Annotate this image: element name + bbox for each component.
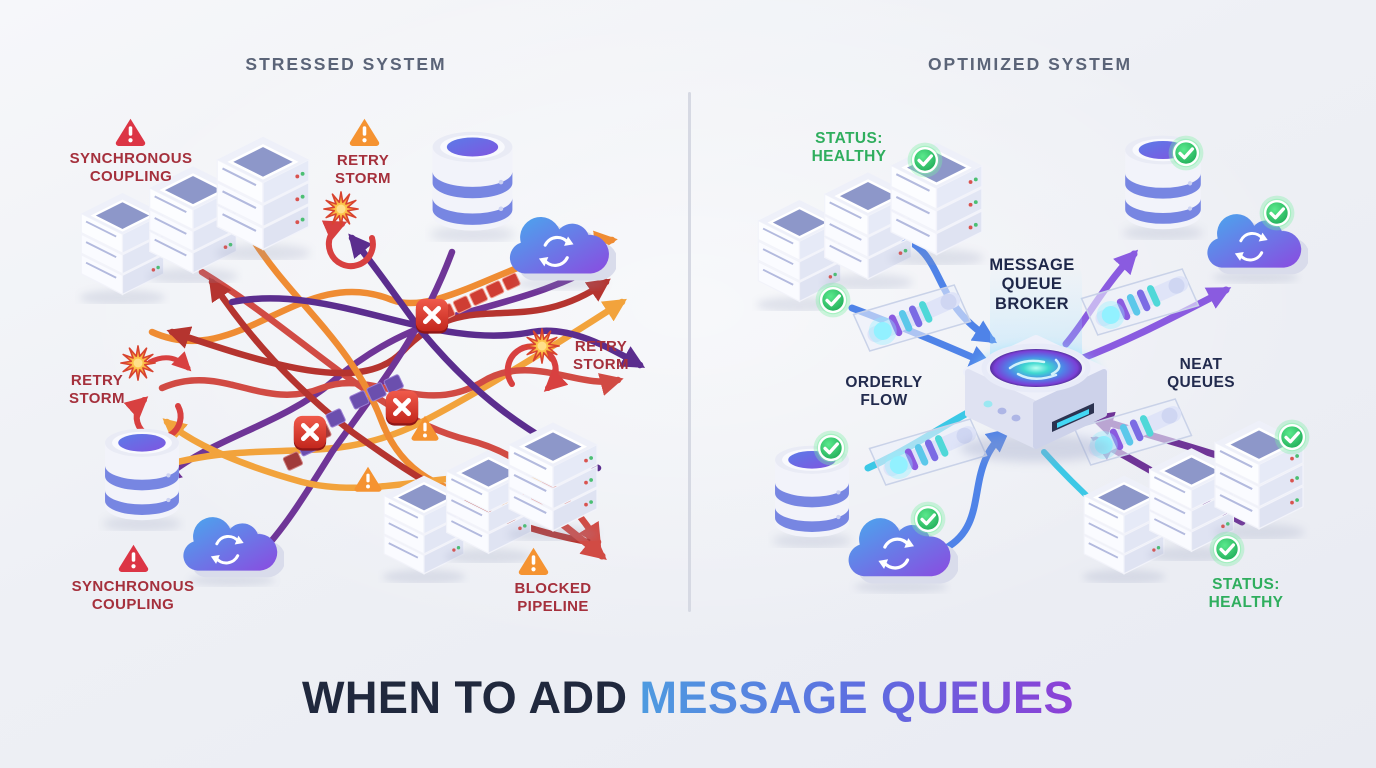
right-panel-title: OPTIMIZED SYSTEM <box>927 54 1133 74</box>
label-retry-storm-top: RETRY STORM <box>335 152 391 187</box>
label-neat-queues: NEAT QUEUES <box>1167 356 1235 392</box>
database-icon <box>102 429 181 532</box>
check-circle-icon <box>812 429 850 467</box>
label-synchronous-coupling-top: SYNCHRONOUS COUPLING <box>69 150 193 185</box>
label-retry-storm-right: RETRY STORM <box>573 338 629 373</box>
warning-triangle-icon <box>349 118 380 146</box>
error-x-icon <box>386 391 418 426</box>
explosion-icon <box>323 191 359 227</box>
warning-triangle-icon <box>354 466 382 492</box>
label-status-healthy-top: STATUS: HEALTHY <box>811 130 887 166</box>
label-message-queue-broker: MESSAGE QUEUE BROKER <box>989 256 1075 313</box>
error-x-icon <box>294 416 326 451</box>
label-status-healthy-bottom: STATUS: HEALTHY <box>1208 576 1284 612</box>
message-queue-broker-device <box>960 258 1112 462</box>
panel-divider <box>688 92 691 612</box>
database-icon <box>430 132 516 243</box>
label-retry-storm-left: RETRY STORM <box>69 372 125 407</box>
main-title-prefix: WHEN TO ADD <box>301 672 628 723</box>
check-circle-icon <box>1208 530 1246 568</box>
warning-triangle-icon <box>118 544 149 572</box>
label-orderly-flow: ORDERLY FLOW <box>845 374 923 410</box>
label-blocked-pipeline: BLOCKED PIPELINE <box>514 580 592 615</box>
check-circle-icon <box>814 281 852 319</box>
left-panel-title: STRESSED SYSTEM <box>245 54 447 74</box>
optimized-system-diagram <box>757 134 1311 594</box>
cloud-sync-icon <box>849 518 960 593</box>
check-circle-icon <box>909 500 947 538</box>
check-circle-icon <box>1167 134 1205 172</box>
cloud-sync-icon <box>510 217 618 290</box>
flow-arrow <box>1074 286 1232 364</box>
chaos-arrow <box>228 295 646 369</box>
stressed-system-diagram <box>80 118 646 587</box>
explosion-icon <box>120 345 156 381</box>
cloud-sync-icon <box>183 517 285 586</box>
check-circle-icon <box>906 141 944 179</box>
error-x-icon <box>416 299 448 334</box>
check-circle-icon <box>1258 194 1296 232</box>
warning-triangle-icon <box>115 118 146 146</box>
flow-arrow <box>894 232 998 344</box>
check-circle-icon <box>1273 418 1311 456</box>
cloud-sync-icon <box>1207 214 1309 283</box>
label-synchronous-coupling-bottom: SYNCHRONOUS COUPLING <box>71 578 195 613</box>
main-title-highlight: MESSAGE QUEUES <box>639 672 1075 723</box>
